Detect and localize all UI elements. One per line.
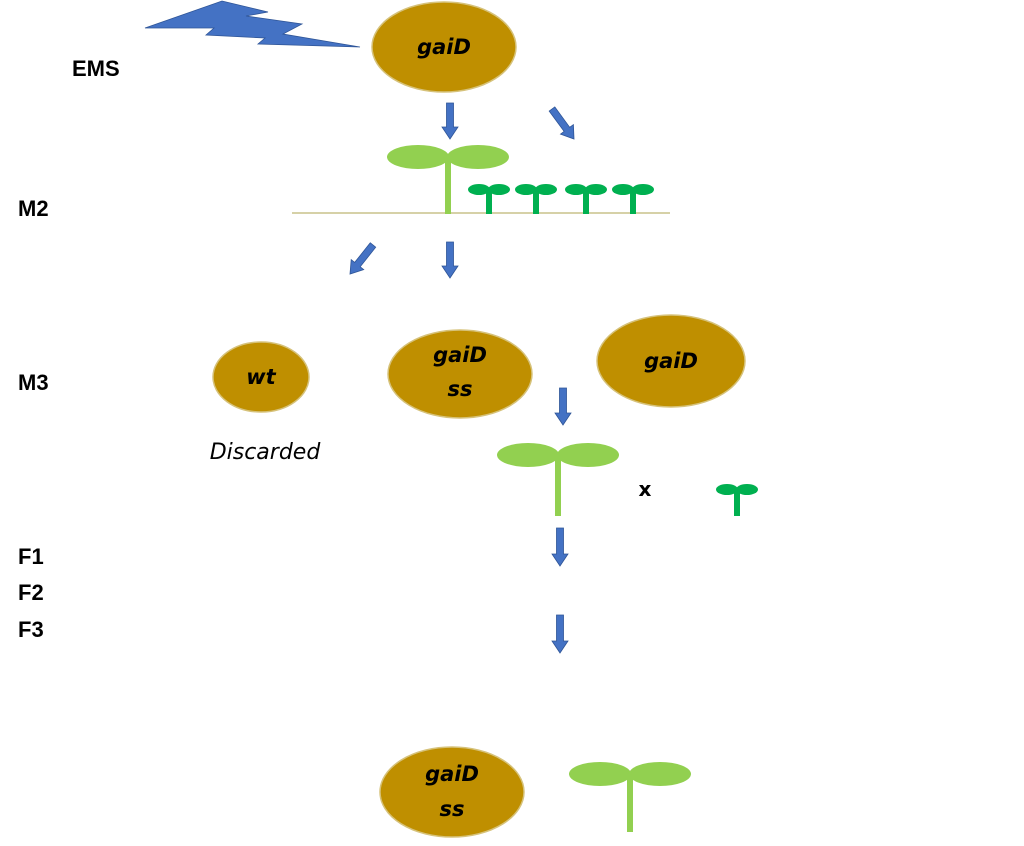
seedling-leaf-left [497, 443, 559, 467]
seedling-leaf-right [488, 184, 510, 195]
arrow-icon [441, 102, 459, 140]
arrow-icon [349, 242, 377, 275]
label-f2: F2 [18, 580, 44, 605]
seedling-stem [486, 189, 492, 214]
arrow-shape [441, 102, 459, 140]
seed-wt-label: wt [246, 365, 276, 389]
seedling-icon [716, 484, 758, 516]
arrow-icon [551, 614, 569, 654]
seedling-stem [555, 455, 561, 516]
seed-gaid-ss-line2: ss [448, 377, 473, 401]
cross-symbol: x [639, 477, 652, 501]
seedling-icon [565, 184, 607, 214]
arrow-icon [554, 387, 572, 426]
seedling-icon [468, 184, 510, 214]
seedling-icon [497, 443, 619, 516]
seed-gaid-ss: gaiD ss [387, 329, 533, 419]
seedling-leaf-left [569, 762, 631, 786]
arrow-icon [441, 241, 459, 279]
arrow-shape [548, 106, 575, 140]
arrow-shape [551, 614, 569, 654]
seedling-stem [445, 157, 451, 214]
seedling-leaf-right [736, 484, 758, 495]
seed-gaid-ss-line1: gaiD [433, 343, 487, 367]
seedling-leaf-right [535, 184, 557, 195]
seed-top-gaid: gaiD [371, 1, 517, 93]
seed-gaid-right-label: gaiD [644, 349, 698, 373]
seedling-stem [627, 774, 633, 832]
seedling-stem [734, 489, 740, 516]
arrow-shape [551, 527, 569, 567]
seedling-leaf-left [387, 145, 449, 169]
seedling-leaf-right [557, 443, 619, 467]
seedling-stem [630, 189, 636, 214]
seedling-leaf-left [515, 184, 537, 195]
arrow-shape [554, 387, 572, 426]
arrow-shape [441, 241, 459, 279]
seed-final-line2: ss [440, 797, 465, 821]
label-f1: F1 [18, 544, 44, 569]
discarded-note: Discarded [210, 440, 322, 465]
seedling-icon [387, 145, 509, 214]
label-f3: F3 [18, 617, 44, 642]
arrow-shape [349, 242, 377, 275]
seedling-stem [533, 189, 539, 214]
arrow-icon [551, 527, 569, 567]
seed-gaid-right: gaiD [596, 314, 746, 408]
label-m2: M2 [18, 196, 49, 221]
seedling-leaf-right [447, 145, 509, 169]
seed-final-line1: gaiD [425, 762, 479, 786]
seedling-leaf-right [629, 762, 691, 786]
seedling-icon [515, 184, 557, 214]
seedling-stem [583, 189, 589, 214]
seedling-icon [612, 184, 654, 214]
label-m3: M3 [18, 370, 49, 395]
seedling-leaf-left [468, 184, 490, 195]
seed-wt: wt [212, 341, 310, 413]
seedling-leaf-left [716, 484, 738, 495]
seedling-leaf-left [612, 184, 634, 195]
arrow-icon [548, 106, 575, 140]
seedling-icon [569, 762, 691, 832]
seedling-leaf-left [565, 184, 587, 195]
seed-final-gaid-ss: gaiD ss [379, 746, 525, 838]
seedling-leaf-right [585, 184, 607, 195]
lightning-bolt-icon [144, 0, 361, 48]
label-ems: EMS [72, 56, 120, 81]
seed-top-label: gaiD [417, 35, 471, 59]
seedling-leaf-right [632, 184, 654, 195]
